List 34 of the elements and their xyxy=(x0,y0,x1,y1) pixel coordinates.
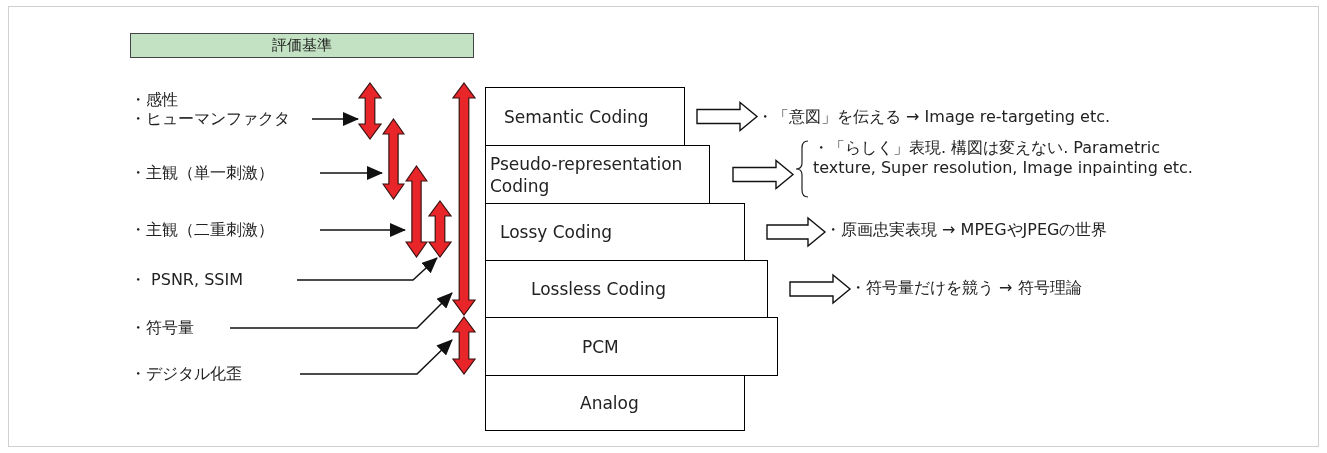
criterion-label: ・符号量 xyxy=(130,317,230,339)
hollow-block-arrow xyxy=(696,101,759,132)
hollow-block-arrow xyxy=(789,273,852,305)
hollow-block-arrow xyxy=(732,159,795,190)
range-marker xyxy=(405,165,428,258)
leader-arrow xyxy=(311,112,359,126)
range-marker xyxy=(452,316,476,375)
coding-layer: PCM xyxy=(485,317,778,376)
leader-arrow xyxy=(319,223,406,237)
criterion-label: ・ PSNR, SSIM xyxy=(130,269,297,291)
coding-layer: Lossy Coding xyxy=(485,203,745,261)
range-marker xyxy=(452,82,476,316)
range-marker xyxy=(358,82,382,140)
range-marker xyxy=(428,200,452,258)
coding-layer: Semantic Coding xyxy=(485,87,685,146)
criterion-label: ・感性 xyxy=(130,89,178,111)
criterion-label: ・主観（単一刺激） xyxy=(130,162,320,184)
leader-arrow xyxy=(299,339,453,375)
description-text: ・符号量だけを競う → 符号理論 xyxy=(850,276,1190,300)
coding-layer: Pseudo-representation Coding xyxy=(485,145,710,204)
description-text: ・「意図」を伝える → Image re-targeting etc. xyxy=(757,105,1207,129)
header-bar: 評価基準 xyxy=(130,33,474,58)
range-marker xyxy=(382,118,405,200)
leader-arrow xyxy=(229,292,453,329)
leader-arrow xyxy=(296,257,438,281)
description-text: ・原画忠実表現 → MPEGやJPEGの世界 xyxy=(825,218,1195,242)
description-text: ・「らしく」表現. 構図は変えない. Parametric texture, Super resolution, Image inpainting etc. xyxy=(813,138,1194,178)
coding-layer: Lossless Coding xyxy=(485,260,768,318)
coding-layer: Analog xyxy=(485,375,745,431)
leader-arrow xyxy=(319,166,383,180)
hollow-block-arrow xyxy=(766,216,827,248)
criterion-label: ・デジタル化歪 xyxy=(130,363,300,385)
criterion-label: ・ヒューマンファクタ xyxy=(130,108,312,130)
criterion-label: ・主観（二重刺激） xyxy=(130,219,320,241)
